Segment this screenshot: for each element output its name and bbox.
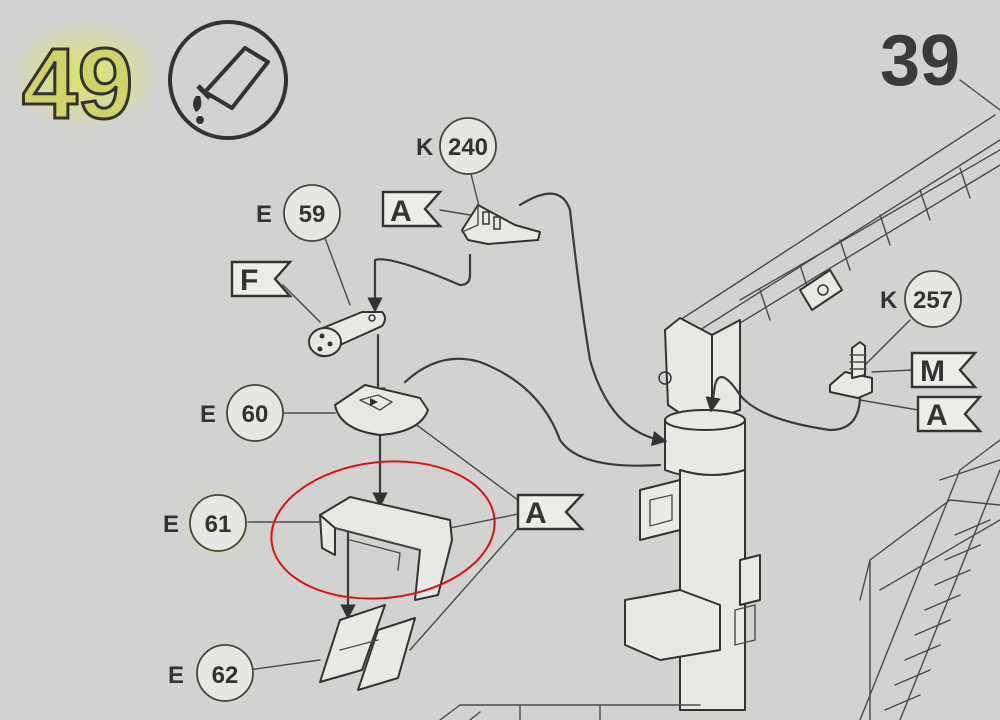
color-flag-a-e60-e62: A — [516, 493, 585, 531]
sprue-letter: K — [880, 287, 898, 314]
sprue-letter: E — [256, 201, 272, 228]
part-k257-shape — [829, 341, 873, 399]
svg-text:A: A — [926, 399, 948, 432]
svg-text:A: A — [525, 497, 547, 530]
part-number: 60 — [242, 401, 269, 428]
part-number: 257 — [913, 287, 953, 314]
part-label-e60: E 60 — [200, 384, 284, 442]
red-circle-marking — [270, 460, 496, 600]
part-e59-shape — [308, 311, 386, 358]
part-e62-shape — [319, 604, 416, 691]
glue-tube-icon — [168, 20, 288, 140]
sprue-letter: E — [168, 662, 184, 689]
sprue-letter: K — [416, 134, 434, 161]
step-highlight — [10, 20, 160, 130]
part-e61-shape — [319, 496, 453, 601]
color-flag-f-e59: F — [230, 260, 293, 298]
color-flag-m-k257: M — [910, 351, 978, 389]
step-number: 49 — [22, 28, 133, 140]
color-flag-a-k240: A — [381, 190, 443, 228]
part-number: 62 — [212, 662, 239, 689]
assembly-lines — [247, 169, 919, 671]
part-label-e59: E 59 — [256, 184, 341, 242]
svg-text:M: M — [920, 355, 945, 388]
page-number: 39 — [880, 21, 960, 101]
sprue-letter: E — [163, 511, 179, 538]
svg-text:F: F — [240, 264, 258, 297]
step-header: 49 39 — [10, 20, 960, 142]
part-label-k257: K 257 — [880, 270, 962, 328]
sprue-letter: E — [200, 401, 216, 428]
part-label-e61: E 61 — [163, 490, 252, 558]
crane-structure — [439, 79, 1000, 720]
part-number: 61 — [205, 511, 232, 538]
part-k240-shape — [461, 204, 541, 245]
part-label-k240: K 240 — [416, 117, 497, 175]
part-label-e62: E 62 — [168, 644, 254, 702]
svg-text:A: A — [390, 195, 412, 228]
part-number: 240 — [448, 134, 488, 161]
color-flag-a-k257: A — [916, 395, 983, 433]
part-number: 59 — [299, 201, 326, 228]
part-e60-shape — [334, 384, 429, 436]
